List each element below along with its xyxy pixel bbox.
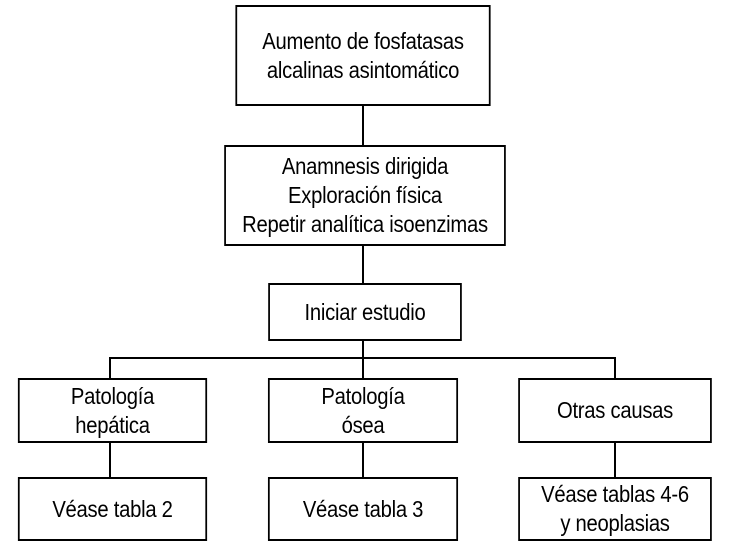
node-hepatic-line-1: Patología [70, 382, 155, 409]
node-study: Iniciar estudio [268, 283, 462, 341]
node-ref-tables4-6-line-1: Véase tablas 4-6 [541, 481, 689, 507]
node-evaluation: Anamnesis dirigida Exploración física Re… [224, 145, 506, 246]
node-evaluation-line-1: Anamnesis dirigida [281, 153, 449, 179]
node-bone-line-1: Patología [321, 382, 405, 409]
node-evaluation-line-2: Exploración física [288, 182, 442, 208]
node-ref-table3-line-1: Véase tabla 3 [302, 495, 424, 522]
connector-bone-table3 [362, 442, 364, 478]
node-other: Otras causas [518, 378, 712, 443]
node-start-line-2: alcalinas asintomático [266, 56, 460, 83]
node-hepatic: Patología hepática [17, 378, 208, 443]
node-other-line-1: Otras causas [556, 397, 674, 423]
connector-branch-hepatic [109, 357, 111, 379]
node-ref-tables4-6-line-2: y neoplasias [560, 510, 670, 536]
node-evaluation-line-3: Repetir analítica isoenzimas [242, 211, 488, 237]
connector-hepatic-table2 [109, 442, 111, 478]
connector-start-evaluation [362, 104, 364, 146]
connector-study-branch [362, 340, 364, 359]
node-start: Aumento de fosfatasas alcalinas asintomá… [235, 5, 491, 106]
connector-branch-other [614, 357, 616, 379]
node-study-line-1: Iniciar estudio [304, 298, 426, 325]
connector-other-tables4-6 [614, 442, 616, 478]
node-bone-line-2: ósea [341, 411, 385, 438]
node-start-line-1: Aumento de fosfatasas [262, 27, 464, 54]
node-hepatic-line-2: hepática [75, 411, 150, 438]
connector-branch-bone [362, 357, 364, 379]
node-bone: Patología ósea [267, 378, 459, 443]
node-ref-table2: Véase tabla 2 [17, 477, 208, 541]
connector-evaluation-study [362, 244, 364, 284]
node-ref-table3: Véase tabla 3 [267, 477, 459, 541]
node-ref-table2-line-1: Véase tabla 2 [52, 495, 173, 522]
node-ref-tables4-6: Véase tablas 4-6 y neoplasias [518, 477, 712, 541]
